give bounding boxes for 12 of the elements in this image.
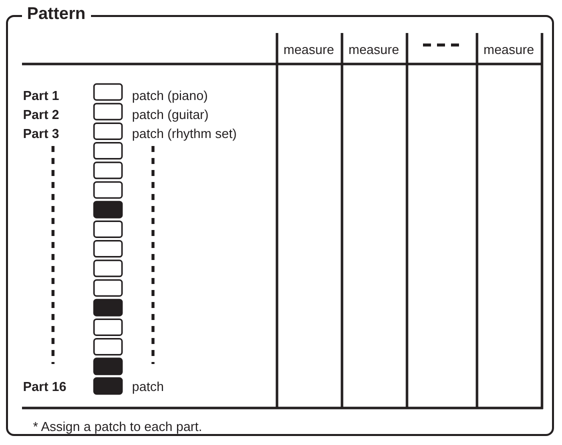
patch-label: patch (piano) xyxy=(132,88,208,103)
patch-label: patch (guitar) xyxy=(132,107,209,122)
column-header: measure xyxy=(348,42,400,57)
column-header: measure xyxy=(484,42,534,57)
column-header: measure xyxy=(284,42,334,57)
patch-label: patch (rhythm set) xyxy=(132,126,237,141)
part-label: Part 16 xyxy=(23,379,66,394)
patch-label: patch xyxy=(132,379,164,394)
part-label: Part 3 xyxy=(23,126,60,141)
part-label: Part 2 xyxy=(23,107,60,122)
footnote: * Assign a patch to each part. xyxy=(33,419,202,434)
part-label: Part 1 xyxy=(23,88,60,103)
